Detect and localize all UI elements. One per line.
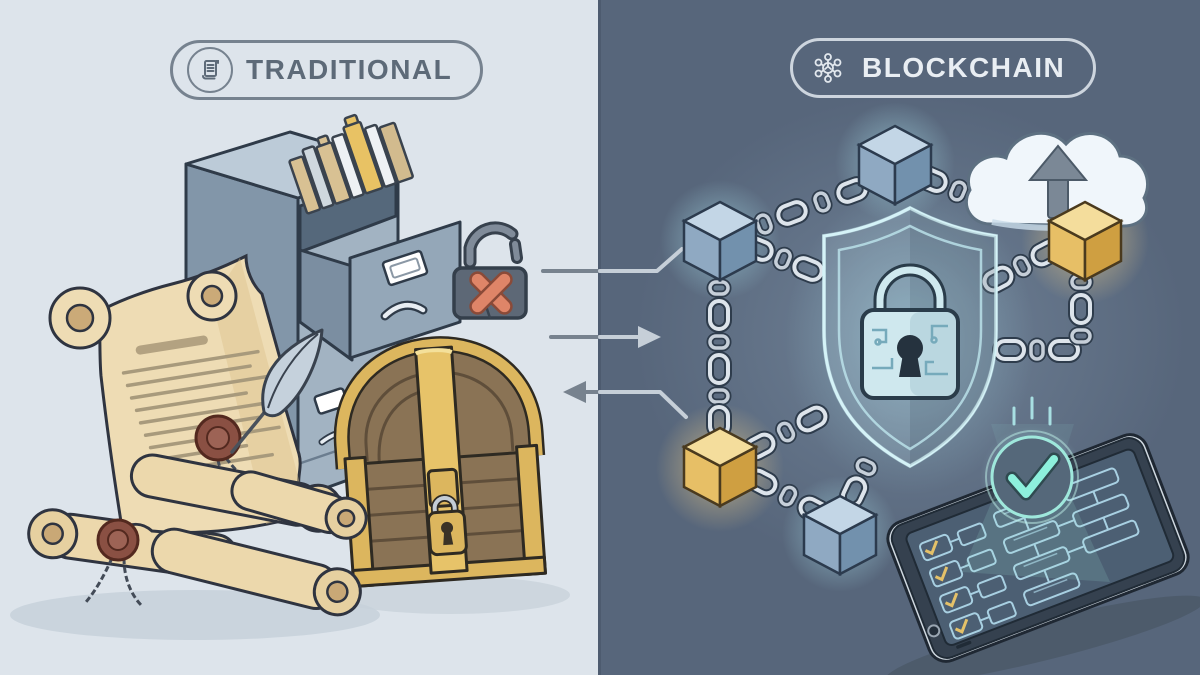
quill-pen	[230, 328, 324, 454]
drawer-label-card	[381, 249, 429, 287]
blockchain-network	[682, 124, 1200, 675]
security-shield	[822, 205, 998, 469]
camera-dot	[927, 624, 941, 638]
cloud-upload	[964, 131, 1150, 231]
traditional-label-pill: TRADITIONAL	[170, 40, 484, 100]
connector-elbow-top	[541, 247, 684, 273]
arrow-left-icon	[563, 381, 688, 419]
blockchain-label: BLOCKCHAIN	[862, 52, 1066, 83]
shield-padlock-icon	[860, 263, 960, 400]
broken-padlock-icon	[452, 221, 528, 320]
hologram-checkmark	[962, 396, 1110, 582]
red-x-icon	[469, 271, 513, 315]
chest-padlock-icon	[426, 467, 468, 557]
tablet-screen-ledger	[918, 467, 1140, 640]
circuit-traces	[872, 324, 948, 376]
checkmark-icon	[1005, 452, 1061, 501]
wax-seal-document	[194, 414, 267, 512]
sparkle-dashes	[1012, 396, 1052, 426]
blockchain-label-pill: BLOCKCHAIN	[790, 38, 1097, 98]
scroll-icon	[187, 47, 233, 93]
network-nodes-icon	[807, 47, 849, 89]
verification-tablet	[884, 433, 1200, 675]
drawer-handle	[380, 300, 428, 321]
arrow-right-icon	[549, 326, 661, 348]
open-drawer	[288, 113, 462, 362]
traditional-label: TRADITIONAL	[246, 54, 453, 85]
connector-arrows	[541, 247, 688, 419]
rolled-scrolls	[84, 453, 368, 617]
wax-seal-bundle	[84, 518, 144, 608]
folders	[288, 113, 414, 215]
upload-arrow-icon	[1027, 144, 1089, 219]
treasure-chest	[333, 336, 547, 588]
